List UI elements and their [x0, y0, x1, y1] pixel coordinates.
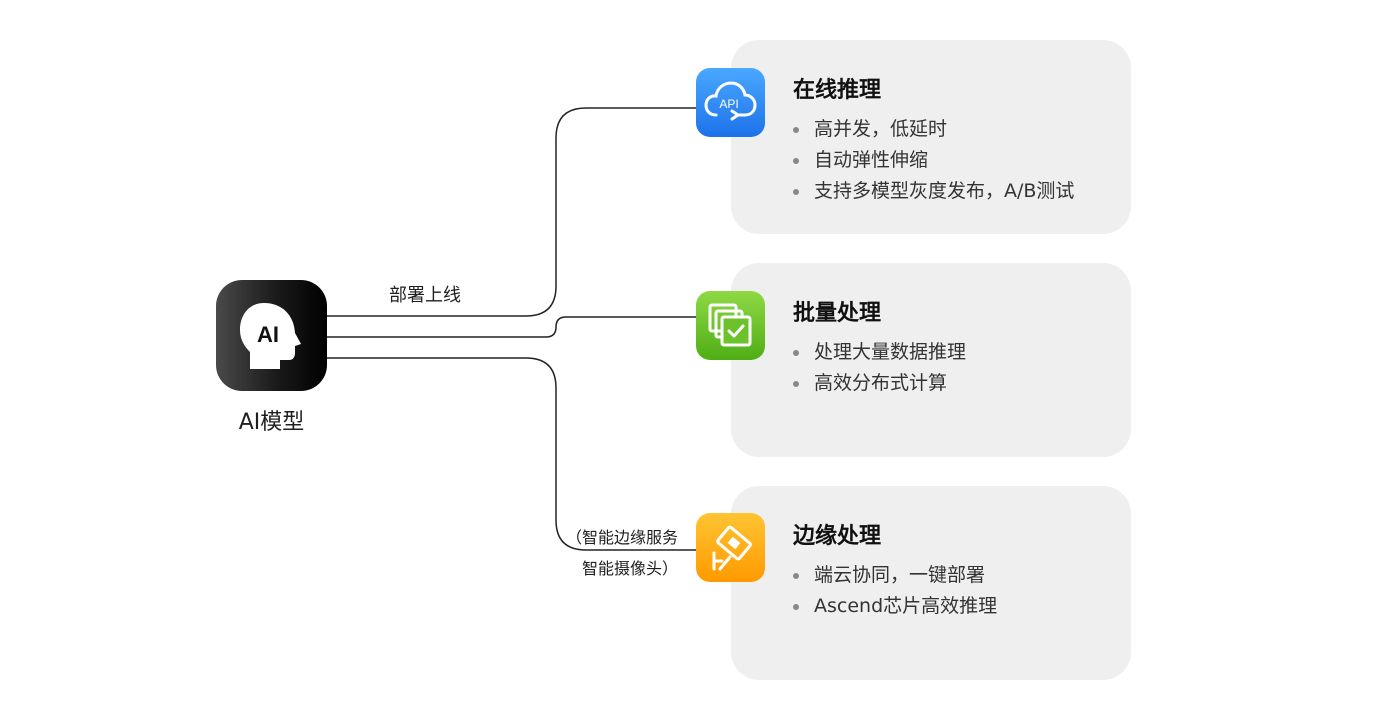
connector-edge	[327, 357, 696, 551]
ai-model-label: AI模型	[238, 410, 305, 435]
card-title: 边缘处理	[793, 524, 882, 549]
list-item: 高效分布式计算	[793, 368, 966, 399]
card-feature-list: 处理大量数据推理 高效分布式计算	[793, 337, 966, 399]
card-online-inference: 在线推理 高并发，低延时 自动弹性伸缩 支持多模型灰度发布，A/B测试	[731, 40, 1131, 234]
connector-batch	[327, 316, 696, 338]
list-item: Ascend芯片高效推理	[793, 591, 997, 622]
batch-check-icon	[696, 291, 765, 360]
svg-text:AI: AI	[257, 322, 279, 347]
edge-label-line1: （智能边缘服务	[566, 528, 679, 547]
svg-text:API: API	[719, 97, 738, 111]
ai-head-icon: AI	[240, 303, 301, 369]
card-batch-processing: 批量处理 处理大量数据推理 高效分布式计算	[731, 263, 1131, 457]
list-item: 高并发，低延时	[793, 114, 1074, 145]
ai-model-icon: AI	[216, 280, 327, 391]
list-item: 自动弹性伸缩	[793, 145, 1074, 176]
card-title: 在线推理	[793, 78, 882, 103]
deploy-label: 部署上线	[389, 285, 461, 306]
edge-label-line2: 智能摄像头）	[582, 559, 679, 578]
card-feature-list: 高并发，低延时 自动弹性伸缩 支持多模型灰度发布，A/B测试	[793, 114, 1074, 207]
cloud-api-icon: API	[696, 68, 765, 137]
edge-chip-icon	[696, 513, 765, 582]
card-edge-processing: 边缘处理 端云协同，一键部署 Ascend芯片高效推理	[731, 486, 1131, 680]
card-feature-list: 端云协同，一键部署 Ascend芯片高效推理	[793, 560, 997, 622]
list-item: 端云协同，一键部署	[793, 560, 997, 591]
card-title: 批量处理	[793, 301, 882, 326]
list-item: 支持多模型灰度发布，A/B测试	[793, 176, 1074, 207]
connector-online	[327, 107, 696, 317]
list-item: 处理大量数据推理	[793, 337, 966, 368]
